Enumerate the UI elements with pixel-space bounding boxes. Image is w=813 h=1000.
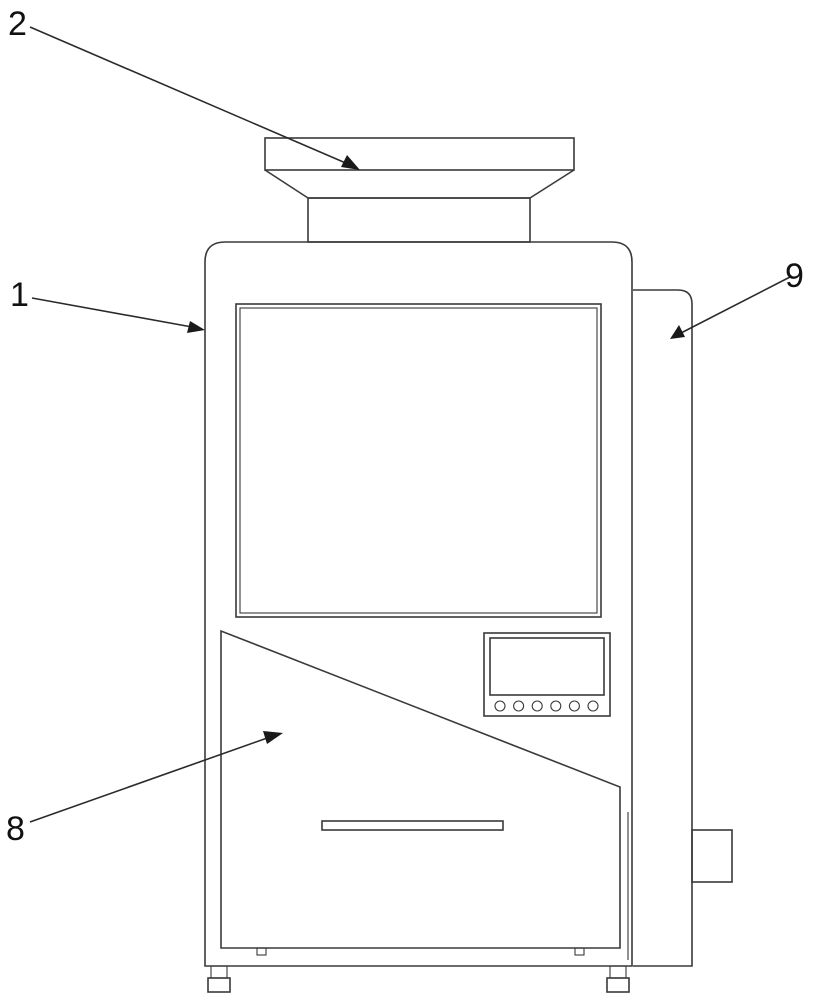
label-9: 9: [785, 257, 804, 295]
control-buttons: [494, 700, 599, 712]
hopper-neck: [307, 197, 531, 243]
control-panel-frame: [483, 632, 611, 717]
control-button-6: [587, 700, 599, 712]
foot-left: [210, 965, 228, 979]
control-button-2: [513, 700, 525, 712]
label-2: 2: [8, 5, 27, 43]
leader-line-9: [680, 276, 791, 334]
arrowhead-8: [263, 731, 283, 744]
control-button-3: [531, 700, 543, 712]
leader-line-1: [31, 297, 193, 328]
foot-right-pad: [606, 977, 630, 993]
foot-right: [609, 965, 627, 979]
hopper: [264, 137, 575, 243]
side-cabinet-body: [633, 289, 693, 967]
hopper-rim: [264, 137, 575, 171]
leader-line-2: [29, 26, 349, 165]
control-button-4: [550, 700, 562, 712]
main-body: [204, 241, 633, 967]
control-button-5: [568, 700, 580, 712]
door-outline: [220, 629, 621, 949]
window-glass: [239, 307, 598, 614]
arrowhead-9: [670, 325, 685, 339]
hopper-funnel: [264, 169, 575, 199]
label-1: 1: [10, 276, 29, 314]
door-handle: [321, 820, 504, 831]
control-panel: [483, 632, 611, 717]
feet: [207, 965, 630, 993]
arrowhead-2: [341, 155, 360, 170]
arrowhead-1: [187, 321, 205, 333]
leader-lines: [29, 26, 791, 823]
lower-door: [220, 629, 621, 956]
main-body-outline: [204, 241, 633, 967]
door-hinge-right: [574, 947, 585, 956]
control-button-1: [494, 700, 506, 712]
side-outlet: [691, 829, 733, 883]
display-screen: [489, 637, 605, 696]
foot-left-pad: [207, 977, 231, 993]
door-hinge-left: [256, 947, 267, 956]
leader-line-8: [29, 736, 271, 823]
window-frame: [235, 303, 602, 618]
side-cabinet: [627, 289, 733, 967]
label-8: 8: [6, 810, 25, 848]
